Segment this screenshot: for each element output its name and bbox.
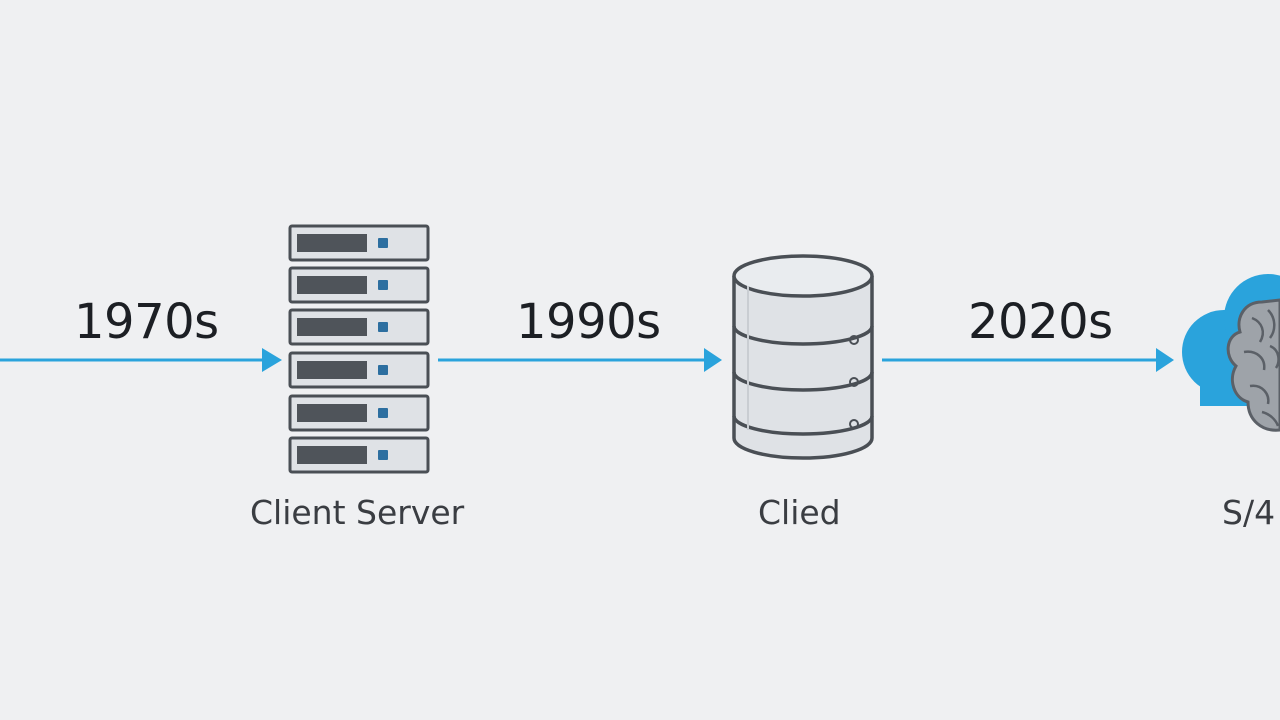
era-label-1970s: 1970s — [74, 294, 219, 350]
stage-label-clied: Clied — [758, 493, 841, 532]
server-unit — [288, 351, 430, 389]
server-unit — [288, 394, 430, 432]
era-label-1990s: 1990s — [516, 294, 661, 350]
timeline-arrow-2020s — [882, 348, 1174, 372]
server-rack-icon — [288, 224, 430, 474]
server-unit — [288, 308, 430, 346]
server-unit — [288, 224, 430, 262]
database-cylinder-icon — [732, 254, 874, 460]
server-unit — [288, 436, 430, 474]
brain-shape — [1226, 298, 1280, 432]
cloud-brain-icon — [1182, 274, 1280, 432]
era-label-2020s: 2020s — [968, 294, 1113, 350]
timeline-arrow-1990s — [438, 348, 722, 372]
stage-label-s4: S/4 — [1222, 493, 1276, 532]
server-unit — [288, 266, 430, 304]
timeline-arrow-1970s — [0, 348, 282, 372]
stage-label-client-server: Client Server — [250, 493, 465, 532]
